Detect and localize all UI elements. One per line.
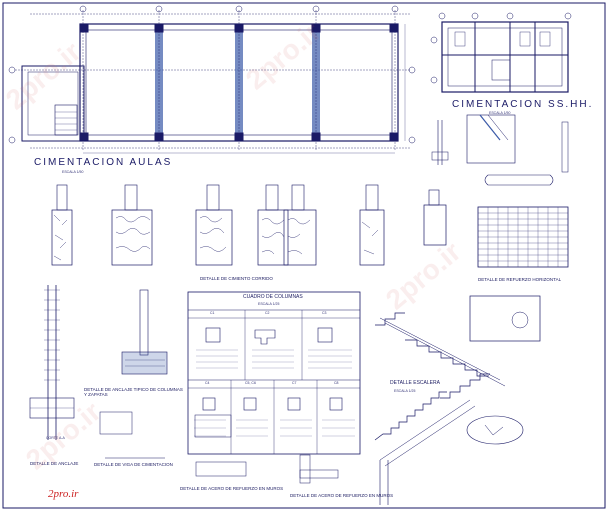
rebar-walls-label-left: DETALLE DE ACERO DE REFUERZO EN MUROS — [180, 486, 284, 491]
column-type-c3: C3 — [322, 311, 327, 315]
rebar-walls-label-right: DETALLE DE ACERO DE REFUERZO EN MUROS — [290, 493, 394, 498]
watermark-bottom: 2pro.ir — [48, 488, 79, 500]
stair-detail — [374, 295, 541, 505]
column-type-c4: C4 — [205, 381, 210, 385]
foundation-sections — [51, 184, 569, 268]
restroom-details — [431, 114, 569, 186]
stair-detail-scale: ESCALA 1/25 — [394, 389, 416, 393]
classroom-plan-scale: ESCALA 1/50 — [62, 170, 84, 174]
column-type-c1: C1 — [210, 311, 215, 315]
column-table-title: CUADRO DE COLUMNAS — [243, 294, 303, 300]
horizontal-reinforcement-label: DETALLE DE REFUERZO HORIZONTAL — [478, 277, 562, 282]
classroom-plan-title: CIMENTACION AULAS — [34, 157, 173, 168]
column-type-c5-c6: C5, C6 — [245, 381, 256, 385]
anchorage-short-label: DETALLE DE ANCLAJE — [30, 461, 79, 466]
restroom-plan-scale: ESCALA 1/50 — [489, 111, 511, 115]
stair-detail-label: DETALLE ESCALERA — [390, 380, 440, 386]
corridor-foundation-label: DETALLE DE CIMIENTO CORRIDO — [200, 276, 273, 281]
foundation-beam-label: DETALLE DE VIGA DE CIMENTACION — [94, 462, 173, 467]
restroom-plan-title: CIMENTACION SS.HH. — [452, 99, 594, 110]
column-schedule-table — [187, 291, 361, 484]
column-type-c7: C7 — [292, 381, 297, 385]
section-aa-label: CORTE A-A — [46, 436, 65, 440]
column-type-c8: C8 — [334, 381, 339, 385]
restroom-foundation-plan — [430, 12, 572, 93]
column-type-c2: C2 — [265, 311, 270, 315]
column-table-scale: ESCALA 1/25 — [258, 302, 280, 306]
anchorage-detail-label: DETALLE DE ANCLAJE TIPICO DE COLUMNAS Y … — [84, 387, 183, 398]
anchorage-detail — [29, 285, 232, 459]
classroom-foundation-plan — [8, 5, 416, 154]
